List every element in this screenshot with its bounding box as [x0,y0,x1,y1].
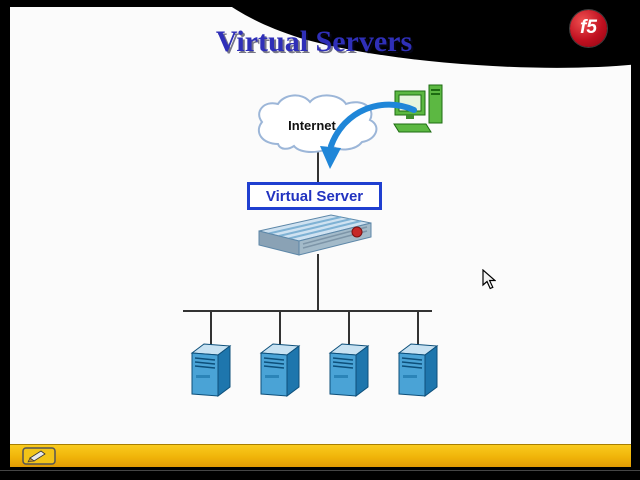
internet-label: Internet [288,118,336,133]
f5-bigip-appliance-icon [258,214,372,256]
server-tower [259,343,301,397]
virtual-server-label: Virtual Server [265,187,364,205]
virtual-server-box: Virtual Server [247,182,382,210]
internet-cloud-icon: Internet [257,94,378,153]
server-tower [328,343,370,397]
slide-title: Virtual Servers [215,25,413,58]
mouse-pointer-icon [482,269,496,290]
bottom-hairline [0,470,640,471]
client-to-virtual-server-arrow [320,101,417,169]
presenter-toolbar [10,444,631,467]
f5-logo-text: f5 [580,16,597,38]
f5-logo: f5 [570,10,607,47]
server-tower [190,343,232,397]
annotation-pen-tool-button[interactable] [22,447,56,465]
server-tower [397,343,439,397]
